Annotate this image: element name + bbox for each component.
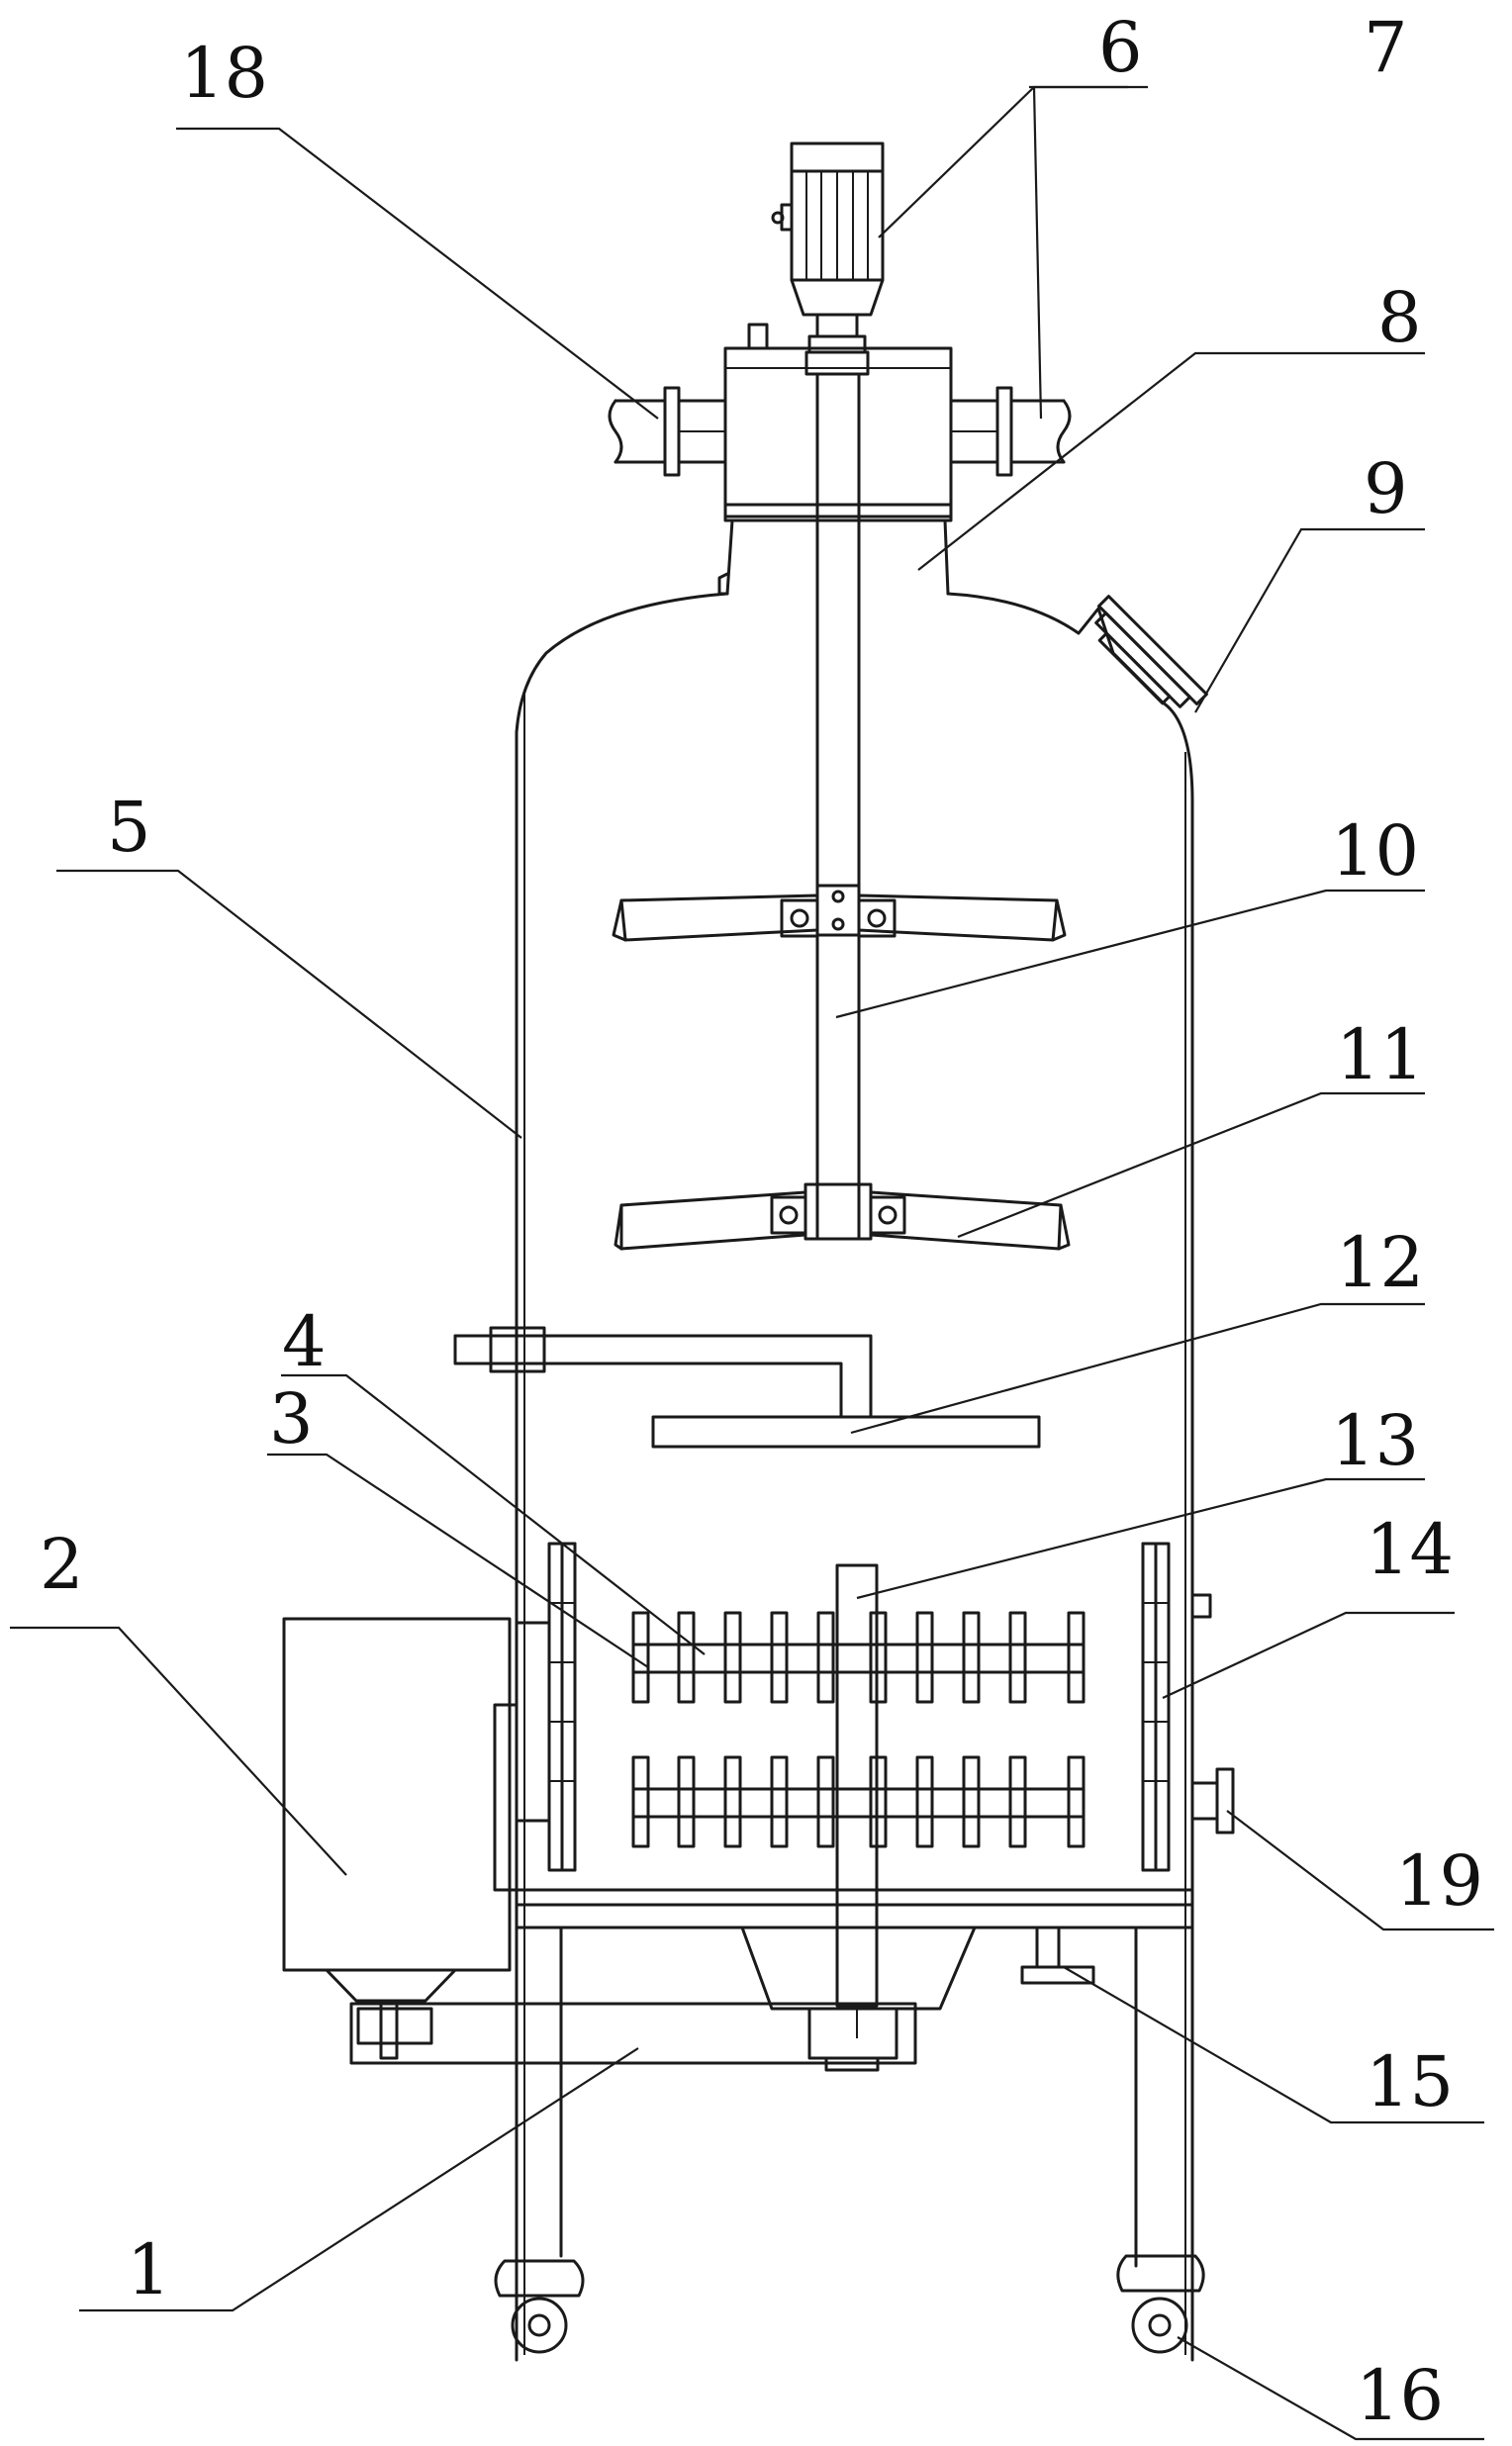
discharge-valve: [1190, 1767, 1235, 1834]
label-2: 2: [40, 1524, 84, 1605]
side-disc-right: [1141, 1542, 1212, 1872]
label-4: 4: [282, 1301, 327, 1382]
label-3: 3: [269, 1378, 314, 1459]
feed-pipe-right: [949, 386, 1072, 477]
sight-glass-port: [1094, 595, 1208, 708]
label-5: 5: [107, 787, 151, 868]
vertical-rod: [835, 1563, 879, 2038]
feed-pipe-left: [608, 386, 727, 477]
label-1: 1: [127, 2229, 171, 2310]
label-19: 19: [1395, 1840, 1483, 1922]
label-16: 16: [1356, 2355, 1444, 2436]
label-13: 13: [1331, 1400, 1419, 1481]
label-9: 9: [1364, 448, 1408, 529]
lower-stirring-roller: [631, 1755, 1086, 1848]
tank-body: [515, 592, 1194, 2362]
label-10: 10: [1331, 810, 1419, 892]
upper-stirring-roller: [631, 1611, 1086, 1704]
label-6: 6: [1098, 7, 1143, 88]
legs-and-wheels: [494, 1926, 1205, 2354]
leader-lines: [10, 85, 1494, 2441]
top-hub: [717, 323, 953, 596]
reference-numerals: 18 6 7 8 9 5 10 11 12 4 13 3 14 2 19 15 …: [40, 7, 1483, 2436]
lower-stirring-blades: [614, 1182, 1071, 1251]
scraper-bracket: [453, 1326, 1041, 1449]
label-7: 7: [1364, 7, 1408, 88]
label-8: 8: [1377, 277, 1422, 358]
label-14: 14: [1366, 1509, 1454, 1590]
bottom-frame: [515, 1888, 1194, 2011]
upper-stirring-blades: [612, 884, 1067, 942]
label-11: 11: [1336, 1014, 1424, 1095]
base-beam: [349, 1999, 917, 2072]
drive-motor-box: [282, 1617, 519, 2003]
main-stirring-shaft: [815, 374, 861, 1239]
label-15: 15: [1366, 2041, 1454, 2122]
motor: [771, 141, 885, 354]
label-12: 12: [1336, 1222, 1424, 1303]
label-18: 18: [180, 33, 268, 114]
